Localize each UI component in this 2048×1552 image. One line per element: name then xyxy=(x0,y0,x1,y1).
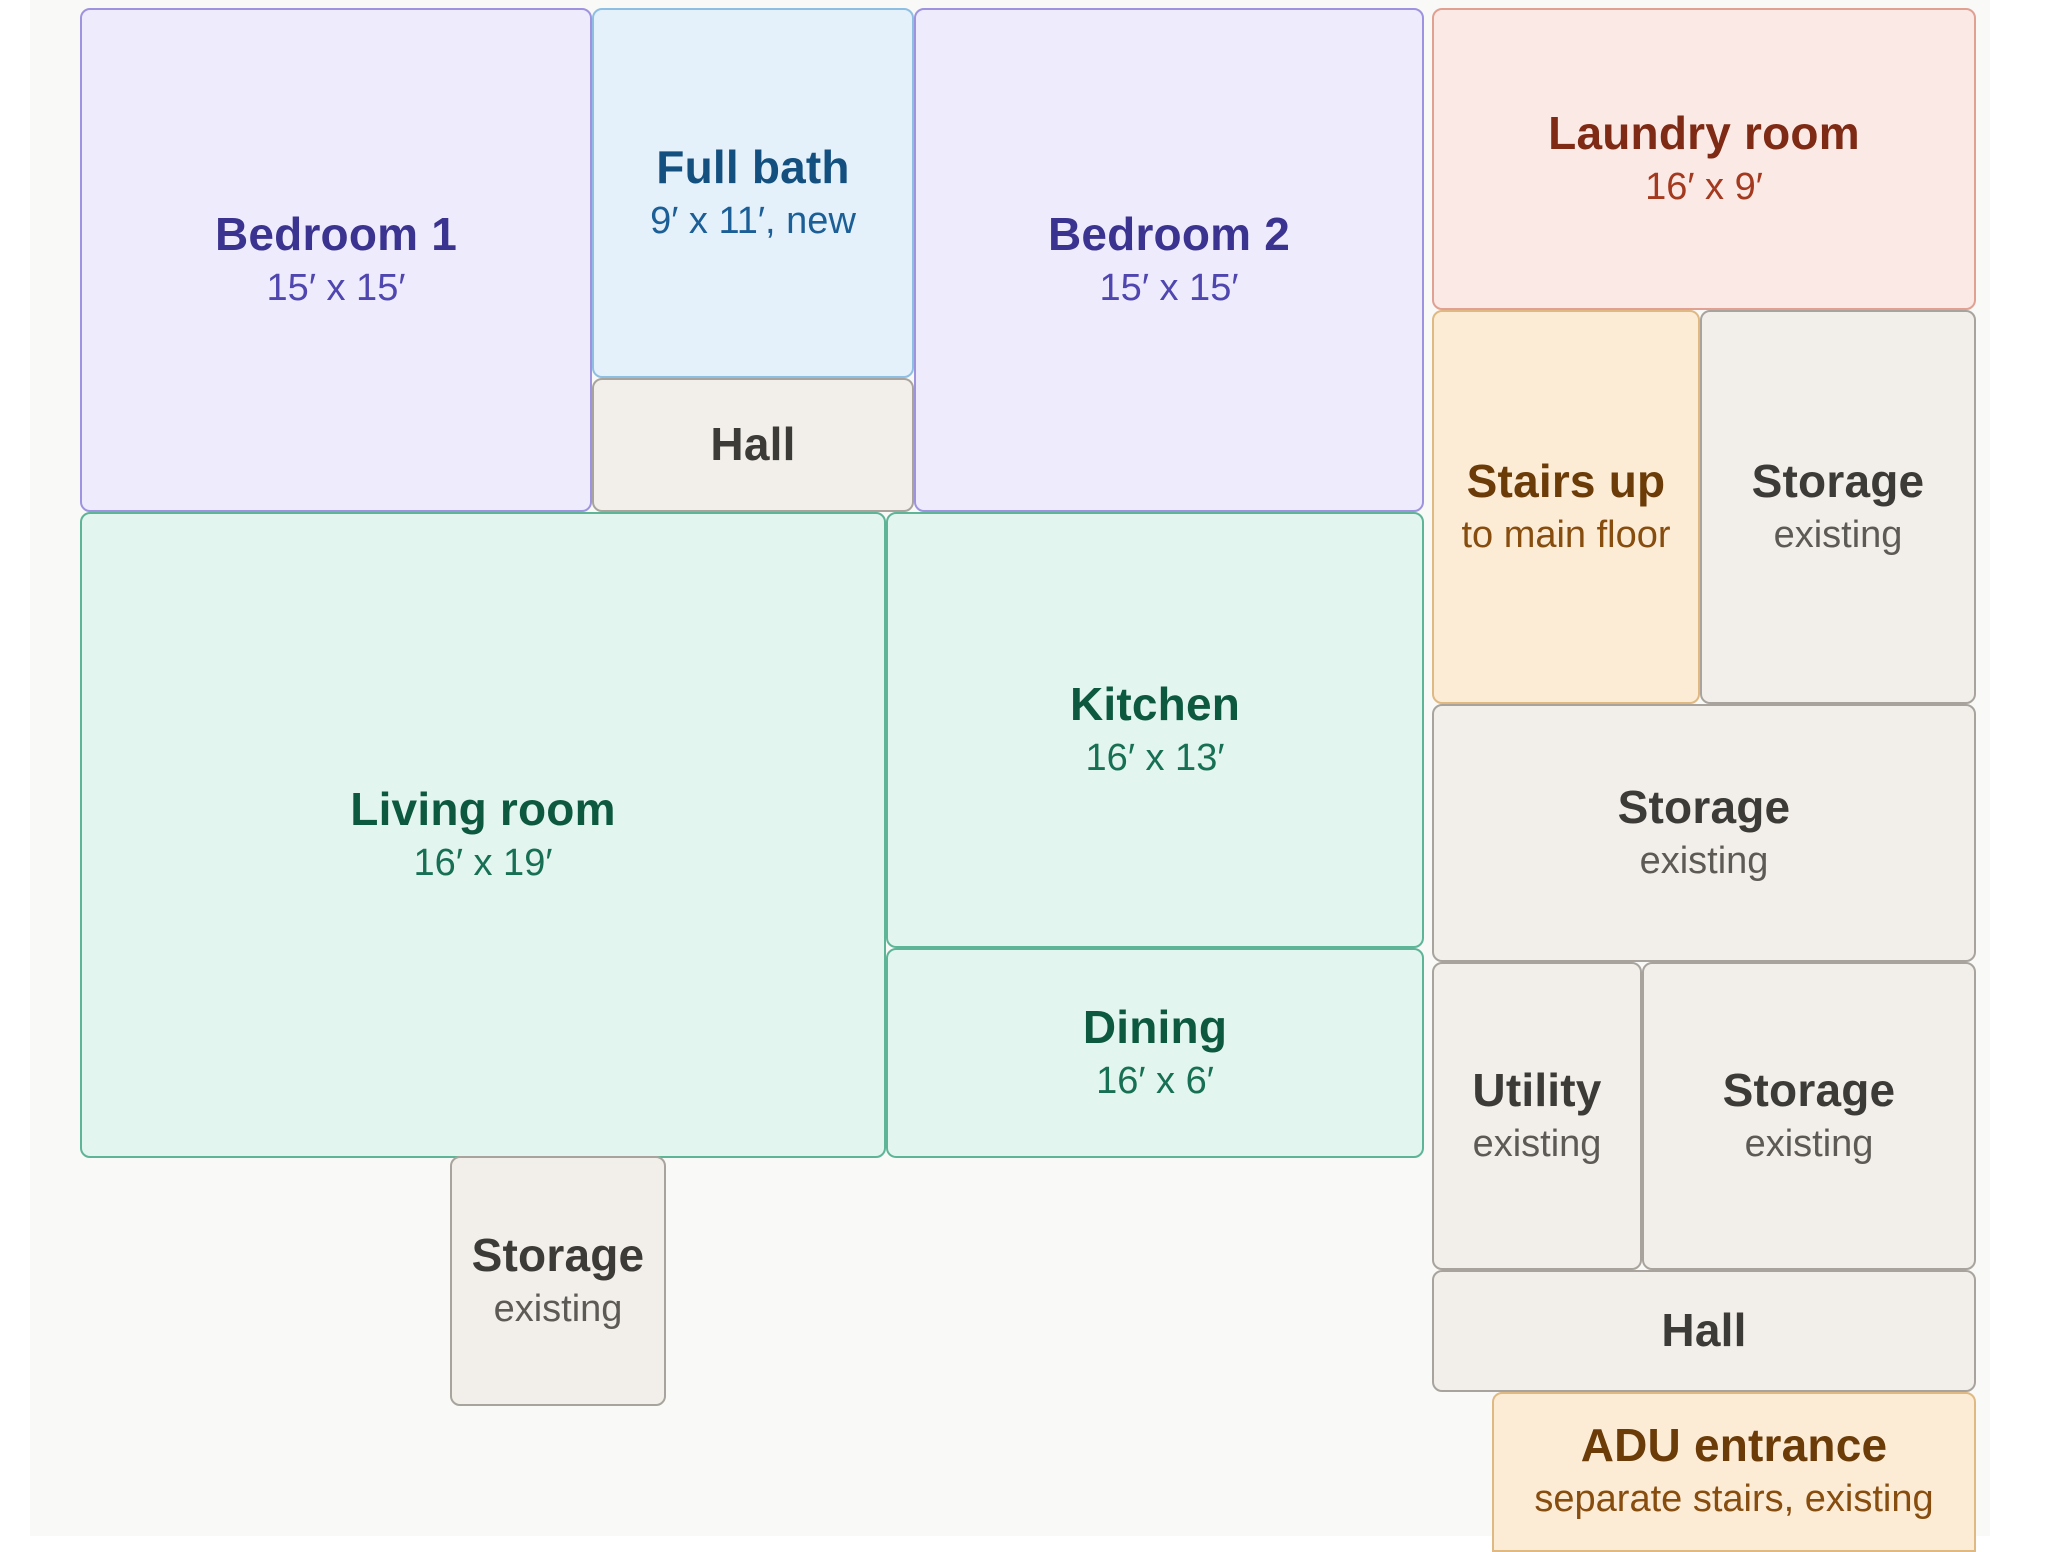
room-name: Hall xyxy=(710,418,796,471)
room-name: Storage xyxy=(1722,1063,1896,1116)
room-bedroom-1: Bedroom 1 15′ x 15′ xyxy=(80,8,592,512)
room-name: Stairs up xyxy=(1466,454,1666,507)
room-hall-bottom: Hall xyxy=(1432,1270,1976,1392)
room-dimensions: 16′ x 6′ xyxy=(1096,1059,1214,1102)
room-name: Hall xyxy=(1661,1304,1747,1357)
room-dimensions: 9′ x 11′, new xyxy=(650,199,856,242)
room-hall-top: Hall xyxy=(592,378,914,512)
room-dimensions: existing xyxy=(1472,1122,1602,1165)
room-dimensions: 16′ x 19′ xyxy=(413,841,553,884)
room-name: Kitchen xyxy=(1069,677,1241,730)
room-dimensions: 16′ x 9′ xyxy=(1645,165,1763,208)
room-adu-entrance: ADU entrance separate stairs, existing xyxy=(1492,1392,1976,1552)
room-full-bath: Full bath 9′ x 11′, new xyxy=(592,8,914,378)
room-dimensions: 15′ x 15′ xyxy=(266,266,406,309)
room-dimensions: separate stairs, existing xyxy=(1534,1478,1934,1521)
room-dimensions: existing xyxy=(1744,1122,1874,1165)
room-utility: Utility existing xyxy=(1432,962,1642,1270)
room-stairs-up: Stairs up to main floor xyxy=(1432,310,1700,704)
room-name: Full bath xyxy=(656,140,850,193)
room-kitchen: Kitchen 16′ x 13′ xyxy=(886,512,1424,948)
room-dimensions: 16′ x 13′ xyxy=(1085,736,1225,779)
room-dimensions: existing xyxy=(1639,839,1769,882)
room-name: Utility xyxy=(1472,1063,1602,1116)
room-laundry: Laundry room 16′ x 9′ xyxy=(1432,8,1976,310)
room-living: Living room 16′ x 19′ xyxy=(80,512,886,1158)
room-name: ADU entrance xyxy=(1580,1419,1888,1471)
room-name: Storage xyxy=(1617,780,1791,833)
room-dining: Dining 16′ x 6′ xyxy=(886,948,1424,1158)
room-storage-a: Storage existing xyxy=(1700,310,1976,704)
room-storage-c: Storage existing xyxy=(1642,962,1976,1270)
room-dimensions: 15′ x 15′ xyxy=(1099,266,1239,309)
room-name: Storage xyxy=(471,1228,645,1281)
room-dimensions: to main floor xyxy=(1461,513,1671,556)
room-name: Storage xyxy=(1751,454,1925,507)
room-storage-b: Storage existing xyxy=(1432,704,1976,962)
room-name: Living room xyxy=(350,782,616,835)
room-storage-d: Storage existing xyxy=(450,1156,666,1406)
room-bedroom-2: Bedroom 2 15′ x 15′ xyxy=(914,8,1424,512)
room-dimensions: existing xyxy=(493,1287,623,1330)
room-name: Dining xyxy=(1082,1000,1228,1053)
room-name: Laundry room xyxy=(1548,106,1860,159)
room-dimensions: existing xyxy=(1773,513,1903,556)
room-name: Bedroom 1 xyxy=(214,207,458,260)
room-name: Bedroom 2 xyxy=(1047,207,1291,260)
floor-plan: Bedroom 1 15′ x 15′ Full bath 9′ x 11′, … xyxy=(30,0,1990,1552)
